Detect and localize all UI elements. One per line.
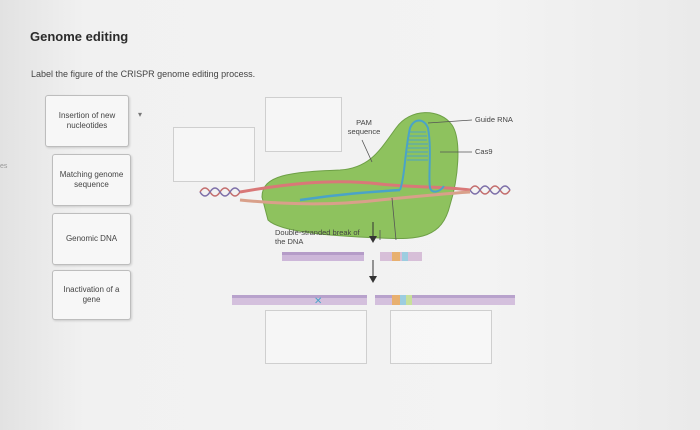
repaired-dna-right xyxy=(375,295,515,305)
repaired-dna-left-top xyxy=(232,295,367,298)
cut-dna-blue-segment xyxy=(402,252,408,261)
drop-zone-4[interactable] xyxy=(390,310,492,364)
repaired-dna-right-top xyxy=(375,295,515,298)
cut-dna-left xyxy=(282,252,364,261)
dna-strand-bottom xyxy=(239,190,471,206)
left-edge-text: es xyxy=(0,163,8,170)
answer-card-label: Insertion of new nucleotides xyxy=(58,111,116,130)
cursor-mark-icon: ▾ xyxy=(138,110,143,119)
pam-leader-line xyxy=(361,139,373,163)
guide-rna-hairpin xyxy=(399,119,445,193)
answer-card-insertion[interactable]: Insertion of new nucleotides xyxy=(45,95,129,147)
arrow-down-icon xyxy=(369,276,377,283)
repaired-orange-segment xyxy=(392,295,400,305)
x-mark-icon: ✕ xyxy=(314,296,322,307)
drop-zone-1[interactable] xyxy=(173,127,255,182)
guide-rna-label: Guide RNA xyxy=(475,115,513,124)
cas9-label: Cas9 xyxy=(475,147,493,156)
answer-card-inactivation[interactable]: Inactivation of a gene xyxy=(52,270,131,320)
dna-right-twist-2 xyxy=(469,185,511,195)
dna-left-twist-2 xyxy=(199,187,241,197)
guide-rna-strand xyxy=(299,188,401,202)
pam-sequence-label: PAM sequence xyxy=(347,118,381,136)
cut-dna-left-top xyxy=(282,252,364,255)
repaired-dna-left xyxy=(232,295,367,305)
answer-card-genomic-dna[interactable]: Genomic DNA xyxy=(52,213,131,265)
guide-rna-leader-line xyxy=(427,119,473,124)
cut-dna-orange-segment xyxy=(392,252,400,261)
drop-zone-3[interactable] xyxy=(265,310,367,364)
repaired-blue-segment xyxy=(400,295,406,305)
guide-rna-rungs xyxy=(407,131,428,161)
arrow-down-icon xyxy=(369,236,377,243)
answer-card-label: Genomic DNA xyxy=(65,234,118,244)
instruction-text: Label the figure of the CRISPR genome ed… xyxy=(31,69,256,79)
double-strand-break-label: Double-stranded break of the DNA xyxy=(275,228,360,246)
page-title: Genome editing xyxy=(30,29,129,44)
answer-card-label: Inactivation of a gene xyxy=(63,285,120,304)
answer-card-label: Matching genome sequence xyxy=(59,170,124,189)
drop-zone-2[interactable] xyxy=(265,97,342,152)
repaired-green-segment xyxy=(406,295,412,305)
answer-card-matching[interactable]: Matching genome sequence xyxy=(52,154,131,206)
break-leader-line xyxy=(391,197,397,241)
cut-dna-right xyxy=(380,252,422,261)
